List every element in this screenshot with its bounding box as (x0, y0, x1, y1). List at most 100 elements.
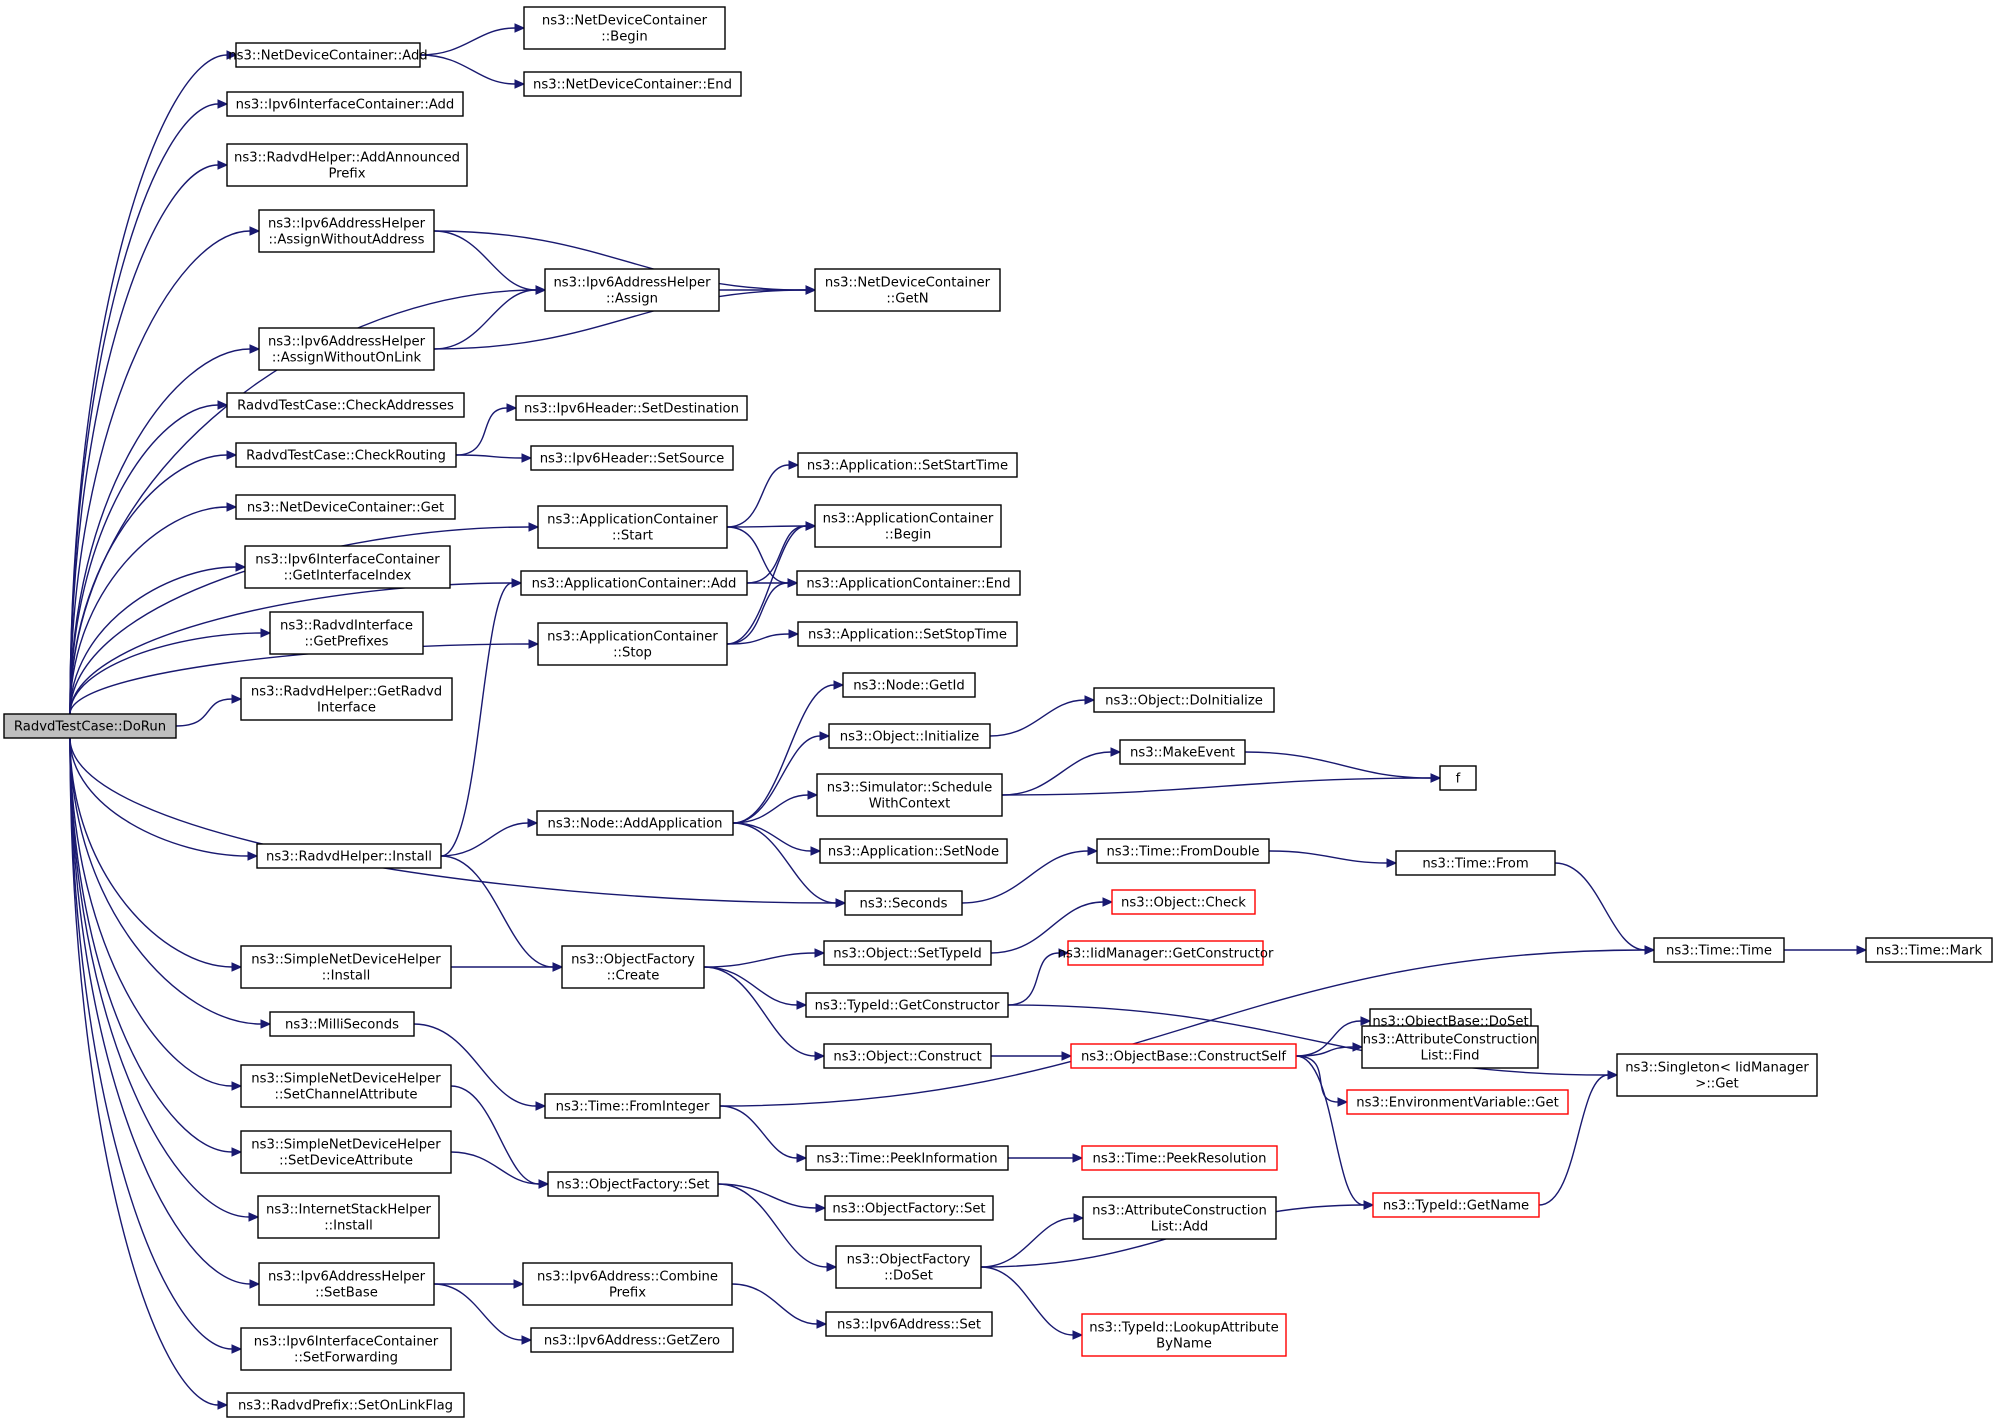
node-tid-getctor[interactable]: ns3::TypeId::GetConstructor (805, 992, 1009, 1018)
arrowhead (260, 628, 272, 638)
node-obj-doinit[interactable]: ns3::Object::DoInitialize (1093, 687, 1275, 713)
node-obj-init[interactable]: ns3::Object::Initialize (828, 723, 991, 749)
node-ndc-end[interactable]: ns3::NetDeviceContainer::End (523, 71, 742, 97)
edge-radvd_install-to-addapp (440, 822, 529, 857)
node-box (814, 504, 1002, 548)
node-of-set[interactable]: ns3::ObjectFactory::Set (547, 1171, 719, 1197)
node-millis[interactable]: ns3::MilliSeconds (269, 1011, 415, 1037)
node-fromdouble[interactable]: ns3::Time::FromDouble (1096, 838, 1270, 864)
node-label: ns3::Ipv6AddressHelper (268, 335, 426, 350)
node-time-from[interactable]: ns3::Time::From (1395, 850, 1556, 876)
edge-fromdouble-to-time_from (1268, 850, 1388, 864)
node-ac-begin[interactable]: ns3::ApplicationContainer::Begin (814, 504, 1002, 548)
node-obj-check[interactable]: ns3::Object::Check (1111, 889, 1256, 915)
node-box (258, 209, 435, 253)
arrowhead (1430, 773, 1442, 783)
node-setsrc[interactable]: ns3::Ipv6Header::SetSource (530, 445, 734, 471)
node-ndc-add[interactable]: ns3::NetDeviceContainer::Add (228, 42, 428, 68)
node-label: ns3::Object::Construct (833, 1050, 981, 1065)
node-ac-add[interactable]: ns3::ApplicationContainer::Add (520, 570, 748, 596)
node-setstarttime[interactable]: ns3::Application::SetStartTime (797, 452, 1018, 478)
node-box (1096, 838, 1270, 864)
node-ipv6ic-add[interactable]: ns3::Ipv6InterfaceContainer::Add (226, 91, 464, 117)
node-settypeid[interactable]: ns3::Object::SetTypeId (823, 940, 992, 966)
node-box (835, 1245, 982, 1289)
node-box (537, 505, 728, 549)
arrowhead (1072, 1153, 1084, 1163)
node-getprefixes[interactable]: ns3::RadvdInterface::GetPrefixes (269, 611, 424, 655)
node-sndh-install[interactable]: ns3::SimpleNetDeviceHelper::Install (240, 945, 452, 989)
node-box (257, 1195, 440, 1239)
node-constructself[interactable]: ns3::ObjectBase::ConstructSelf (1070, 1043, 1297, 1069)
node-of-set2[interactable]: ns3::ObjectFactory::Set (824, 1195, 994, 1221)
edge-addapp-to-seconds (732, 822, 837, 904)
node-label: ns3::Time::Mark (1876, 944, 1983, 959)
node-ipv6addr-set[interactable]: ns3::Ipv6Address::Set (825, 1311, 993, 1337)
node-obj-construct[interactable]: ns3::Object::Construct (823, 1043, 992, 1069)
node-sndh-setdev[interactable]: ns3::SimpleNetDeviceHelper::SetDeviceAtt… (240, 1130, 452, 1174)
node-getzero[interactable]: ns3::Ipv6Address::GetZero (530, 1327, 734, 1353)
arrowhead (226, 50, 238, 60)
node-envvar[interactable]: ns3::EnvironmentVariable::Get (1346, 1089, 1569, 1115)
node-awoa[interactable]: ns3::Ipv6AddressHelper::AssignWithoutAdd… (258, 209, 435, 253)
node-setnode[interactable]: ns3::Application::SetNode (819, 838, 1008, 864)
node-peekinfo[interactable]: ns3::Time::PeekInformation (805, 1145, 1009, 1171)
node-checkaddr[interactable]: RadvdTestCase::CheckAddresses (226, 392, 465, 418)
node-checkrout[interactable]: RadvdTestCase::CheckRouting (235, 442, 457, 468)
node-awol[interactable]: ns3::Ipv6AddressHelper::AssignWithoutOnL… (258, 327, 435, 371)
node-iid-getctor[interactable]: ns3::IidManager::GetConstructor (1058, 940, 1274, 966)
node-time-time[interactable]: ns3::Time::Time (1653, 937, 1785, 963)
node-of-create[interactable]: ns3::ObjectFactory::Create (561, 945, 705, 989)
node-addapp[interactable]: ns3::Node::AddApplication (536, 810, 734, 836)
arrowhead (513, 1279, 525, 1289)
node-time-mark[interactable]: ns3::Time::Mark (1865, 937, 1993, 963)
node-seconds[interactable]: ns3::Seconds (844, 890, 963, 916)
node-label: ::DoSet (884, 1269, 933, 1284)
node-box (1070, 1043, 1297, 1069)
node-tid-getname[interactable]: ns3::TypeId::GetName (1372, 1192, 1540, 1218)
node-ac-start[interactable]: ns3::ApplicationContainer::Start (537, 505, 728, 549)
node-box (258, 1262, 435, 1306)
node-ndc-begin[interactable]: ns3::NetDeviceContainer::Begin (523, 6, 726, 50)
arrowhead (231, 1147, 243, 1157)
node-assign[interactable]: ns3::Ipv6AddressHelper::Assign (544, 268, 720, 312)
node-peekres[interactable]: ns3::Time::PeekResolution (1081, 1145, 1278, 1171)
node-box (3, 713, 177, 739)
node-ndc-getn[interactable]: ns3::NetDeviceContainer::GetN (814, 268, 1001, 312)
arrowhead (217, 400, 229, 410)
arrowhead (796, 1153, 808, 1163)
node-makeevent[interactable]: ns3::MakeEvent (1119, 739, 1246, 765)
edge-dorun-to-awol (69, 348, 251, 715)
node-label: ByName (1156, 1337, 1212, 1352)
node-ndc-get[interactable]: ns3::NetDeviceContainer::Get (235, 494, 456, 520)
node-node-getid[interactable]: ns3::Node::GetId (842, 672, 976, 698)
node-of-doset[interactable]: ns3::ObjectFactory::DoSet (835, 1245, 982, 1289)
node-radvd-install[interactable]: ns3::RadvdHelper::Install (256, 843, 442, 869)
node-f[interactable]: f (1439, 765, 1477, 791)
node-sndh-setchan[interactable]: ns3::SimpleNetDeviceHelper::SetChannelAt… (240, 1064, 452, 1108)
node-box (547, 1171, 719, 1197)
node-setfwd[interactable]: ns3::Ipv6InterfaceContainer::SetForwardi… (240, 1327, 452, 1371)
node-ac-stop[interactable]: ns3::ApplicationContainer::Stop (537, 622, 728, 666)
node-label: ns3::Ipv6AddressHelper (268, 217, 426, 232)
node-frominteger[interactable]: ns3::Time::FromInteger (544, 1093, 721, 1119)
edge-dorun-to-sndh_install (69, 737, 233, 968)
edge-ac_start-to-ac_begin (726, 525, 807, 528)
node-setdest[interactable]: ns3::Ipv6Header::SetDestination (515, 395, 748, 421)
node-label: ns3::Time::Time (1666, 944, 1772, 959)
node-getifidx[interactable]: ns3::Ipv6InterfaceContainer::GetInterfac… (244, 545, 451, 589)
node-dorun[interactable]: RadvdTestCase::DoRun (3, 713, 177, 739)
node-ish-install[interactable]: ns3::InternetStackHelper::Install (257, 1195, 440, 1239)
node-setstoptime[interactable]: ns3::Application::SetStopTime (797, 621, 1018, 647)
node-ac-end[interactable]: ns3::ApplicationContainer::End (796, 570, 1021, 596)
node-setbase[interactable]: ns3::Ipv6AddressHelper::SetBase (258, 1262, 435, 1306)
node-setonlink[interactable]: ns3::RadvdPrefix::SetOnLinkFlag (226, 1392, 465, 1418)
node-singleton[interactable]: ns3::Singleton< IidManager >::Get (1616, 1053, 1818, 1097)
